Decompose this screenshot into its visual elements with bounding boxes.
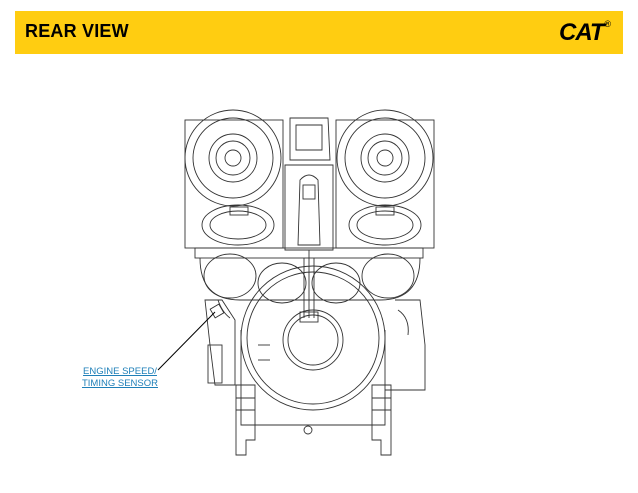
right-brackets bbox=[385, 299, 426, 391]
left-brackets bbox=[204, 299, 270, 386]
center-manifold bbox=[284, 117, 334, 323]
callout-line-1: ENGINE SPEED/ bbox=[83, 366, 157, 377]
left-air-cleaner bbox=[184, 109, 284, 249]
engine-speed-timing-sensor-callout[interactable]: ENGINE SPEED/ TIMING SENSOR bbox=[72, 366, 168, 390]
valve-covers bbox=[194, 247, 424, 304]
engine-mounts bbox=[235, 384, 392, 456]
registered-mark: ® bbox=[604, 19, 611, 29]
flywheel-housing bbox=[240, 265, 386, 426]
header-bar: REAR VIEW CAT ® bbox=[15, 11, 623, 54]
callout-leader-line bbox=[157, 311, 216, 371]
cat-logo-text: CAT bbox=[559, 19, 605, 46]
callout-line-2: TIMING SENSOR bbox=[81, 378, 158, 389]
page-title: REAR VIEW bbox=[25, 21, 129, 41]
cat-logo: CAT ® bbox=[559, 19, 611, 47]
right-air-cleaner bbox=[335, 109, 435, 249]
